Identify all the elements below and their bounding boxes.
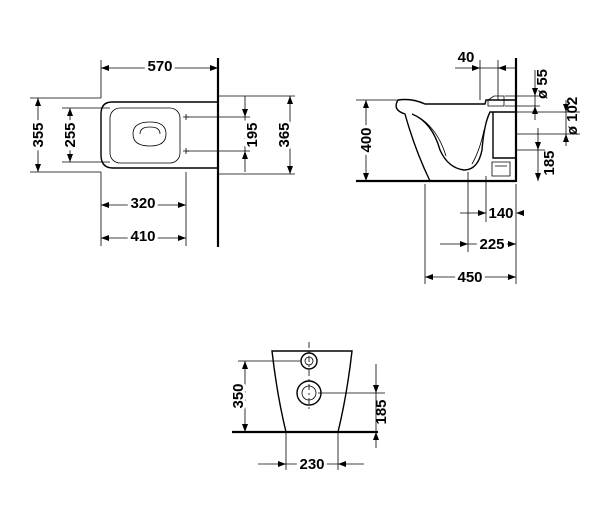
side-inlet [487,95,505,107]
dim-label-255: 255 [62,122,79,147]
dim-label-102: ø 102 [564,97,581,135]
dim-label-350: 350 [230,383,247,408]
dim-arrows-55 [532,88,538,114]
dim-label-365: 365 [276,122,293,147]
side-rear-body [492,112,516,159]
side-outlet [491,161,511,177]
side-trap [411,111,516,171]
dim-label-230: 230 [299,456,324,473]
side-bowl-top [397,98,516,105]
dim-label-195: 195 [244,122,261,147]
top-bowl-rim [109,107,181,164]
dim-arrows-185 [535,142,541,181]
dim-arrows-355 [35,98,41,172]
dim-label-355: 355 [30,122,47,147]
dim-label-185: 185 [541,150,558,175]
dim-arrows-350 [242,361,248,432]
dim-label-400: 400 [358,127,375,152]
dim-label-320: 320 [130,195,155,212]
top-view: 570 355 255 195 365 320 410 [27,55,296,248]
side-trap-inner [419,117,485,165]
dim-arrows-40 [472,65,506,71]
top-hinge-marks [183,114,189,154]
top-flush-inner [139,126,161,135]
dim-label-185-back: 185 [373,399,390,424]
back-view: 350 185 230 [227,342,390,476]
dim-label-570: 570 [147,58,172,75]
top-bowl-outline [100,101,218,169]
dim-label-140: 140 [488,205,513,222]
dim-label-410: 410 [130,228,155,245]
dim-arrows-365 [287,96,293,174]
dim-label-225: 225 [479,236,504,253]
dim-label-40: 40 [458,49,475,66]
top-flush-opening [132,121,167,147]
dim-label-450: 450 [457,269,482,286]
side-view: 40 ø 55 ø 102 400 185 140 225 [355,49,581,289]
side-bowl-front [395,99,431,182]
dim-arrows-102 [563,104,569,142]
dim-label-55: ø 55 [534,69,551,99]
back-body-outline [271,350,353,433]
